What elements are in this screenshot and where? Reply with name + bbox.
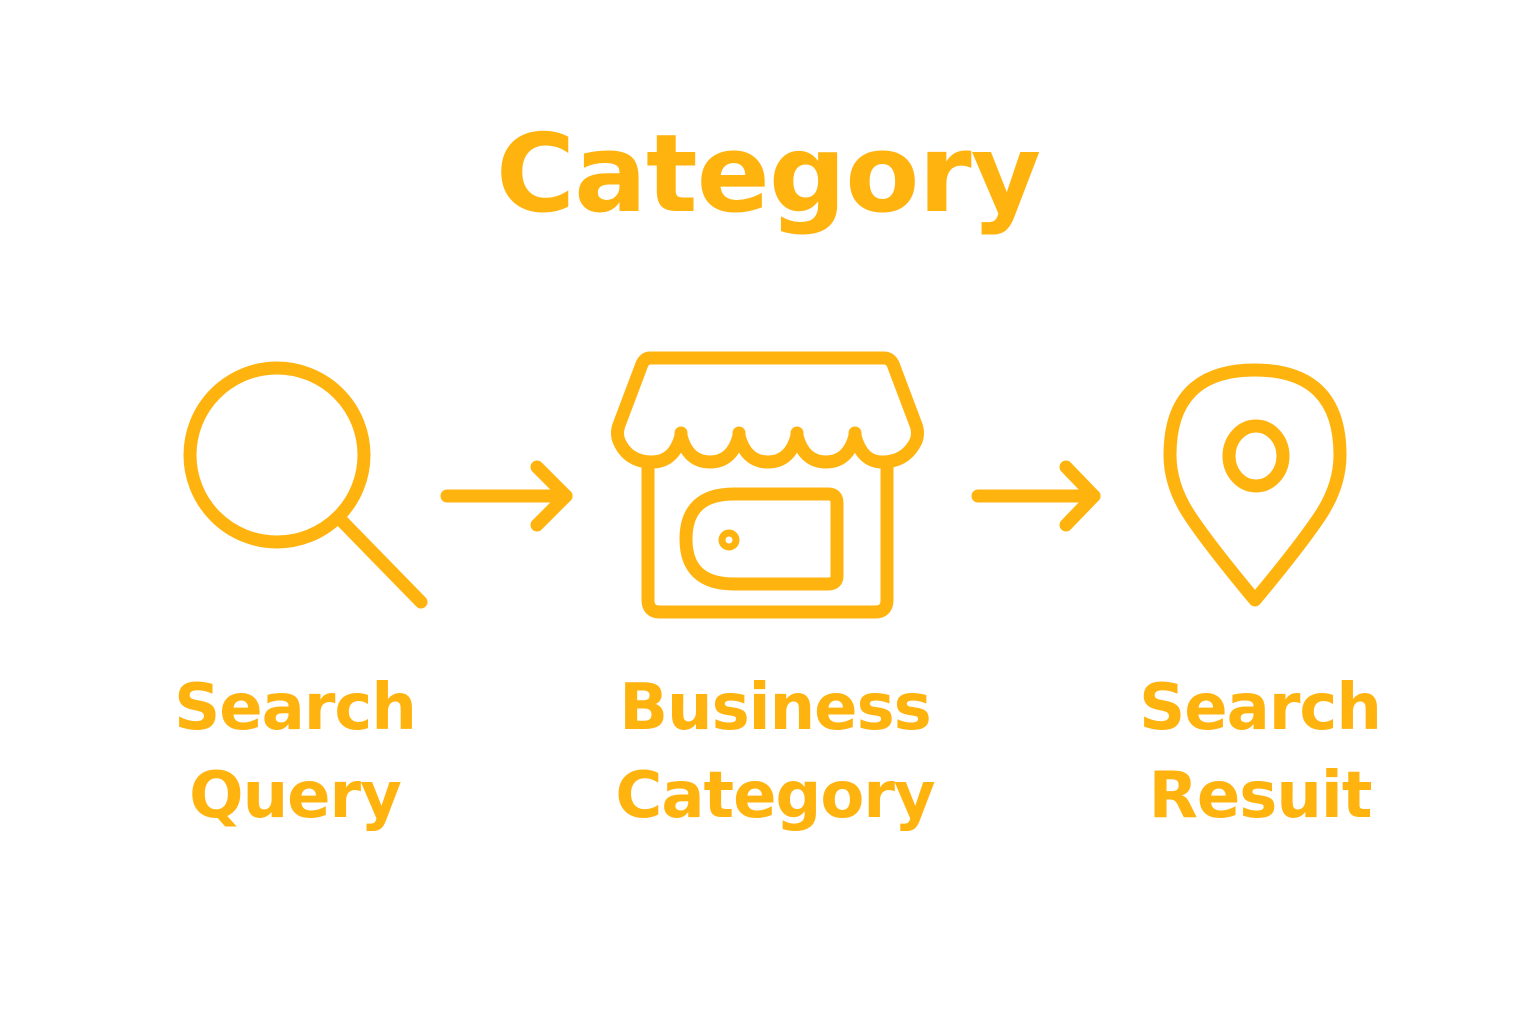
step-label-line: Business <box>619 671 932 745</box>
step-label-line: Search <box>174 671 417 745</box>
storefront-icon <box>611 351 924 619</box>
step-label-line: Resuit <box>1148 759 1373 833</box>
step-label-search-result: Search Resuit <box>1105 664 1415 840</box>
step-label-line: Category <box>615 759 935 833</box>
search-icon <box>183 361 428 609</box>
step-label-line: Search <box>1139 671 1382 745</box>
arrow-right-icon <box>971 460 1101 532</box>
step-label-search-query: Search Query <box>145 664 445 840</box>
diagram-title: Category <box>495 112 1041 237</box>
arrow-right-icon <box>440 460 573 532</box>
step-label-line: Query <box>189 759 402 833</box>
map-pin-icon <box>1163 363 1347 607</box>
step-label-business-category: Business Category <box>570 664 980 840</box>
